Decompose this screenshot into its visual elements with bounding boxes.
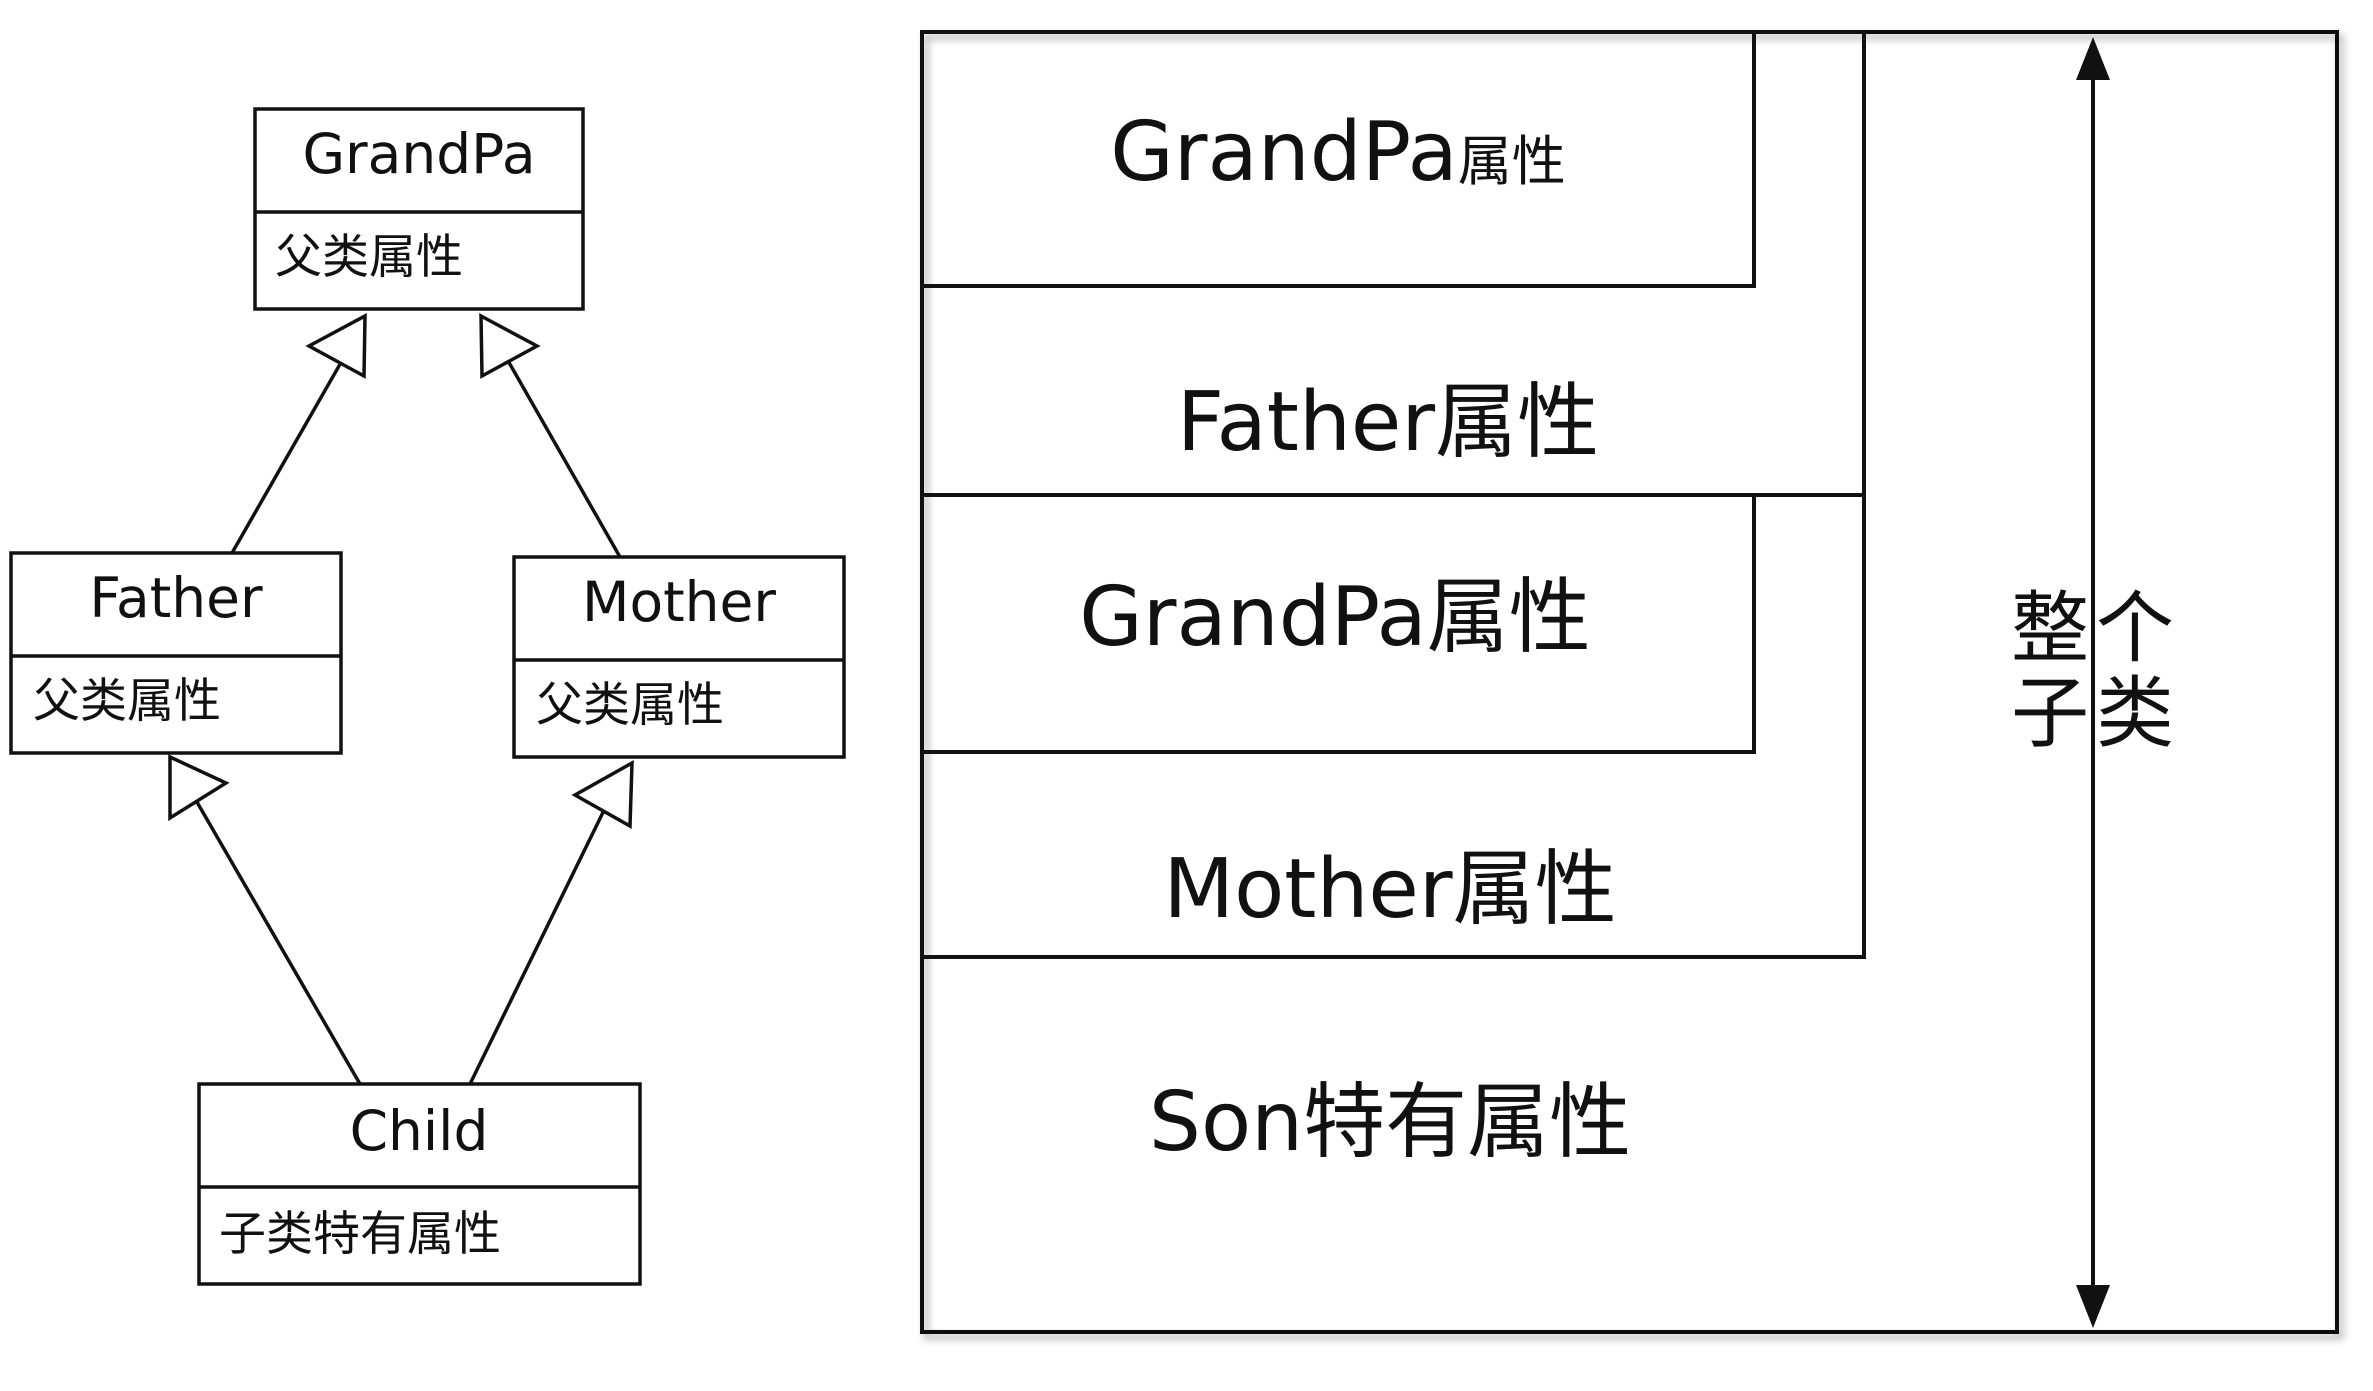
whole-class-char-top-left: 整 <box>2011 584 2089 674</box>
size-arrow-up <box>2076 37 2110 80</box>
inherit-arrowhead-mother <box>479 313 541 379</box>
inherit-line-child-mother <box>468 793 614 1085</box>
inherit-line-mother-grandpa <box>501 351 622 558</box>
whole-class-char-bottom-left: 子 <box>2011 669 2089 759</box>
class-mother-attr: 父类属性 <box>536 678 724 733</box>
inherit-arrowhead-child-father <box>168 754 230 822</box>
grandpa-block-2 <box>920 493 1756 754</box>
inherit-line-child-father <box>188 789 362 1085</box>
class-child: Child 子类特有属性 <box>197 1082 642 1286</box>
class-child-attr: 子类特有属性 <box>219 1207 501 1262</box>
grandpa-block-2-label: GrandPa属性 <box>1079 570 1591 665</box>
whole-class-char-bottom-right: 类 <box>2096 669 2174 759</box>
class-grandpa-name: GrandPa <box>302 122 535 186</box>
class-child-name: Child <box>350 1099 489 1163</box>
whole-class-size-arrow <box>2076 37 2110 1328</box>
memory-layout: GrandPa属性 Father属性 GrandPa属性 Mother属性 So… <box>920 30 2339 1334</box>
whole-class-label: 整 子 个 类 <box>2011 584 2174 759</box>
inherit-arrowhead-father <box>305 313 367 379</box>
son-block-label: Son特有属性 <box>1149 1075 1631 1170</box>
class-father-attr: 父类属性 <box>33 674 221 729</box>
grandpa-block-1-label: GrandPa属性 <box>1110 105 1566 200</box>
mother-block-label: Mother属性 <box>1163 842 1616 937</box>
class-father: Father 父类属性 <box>9 551 343 755</box>
grandpa-block-1 <box>920 30 1756 288</box>
uml-diagram: GrandPa 父类属性 Father 父类属性 Mother 父类属性 Chi… <box>9 107 846 1286</box>
class-mother: Mother 父类属性 <box>512 555 846 759</box>
class-father-name: Father <box>89 566 263 630</box>
father-block-label: Father属性 <box>1177 375 1599 470</box>
inherit-line-father-grandpa <box>230 351 349 554</box>
class-mother-name: Mother <box>582 570 776 634</box>
inherit-arrowhead-child-mother <box>571 759 634 829</box>
whole-class-char-top-right: 个 <box>2096 584 2174 674</box>
size-arrow-down <box>2076 1285 2110 1328</box>
class-grandpa: GrandPa 父类属性 <box>253 107 585 311</box>
class-grandpa-attr: 父类属性 <box>275 230 463 285</box>
